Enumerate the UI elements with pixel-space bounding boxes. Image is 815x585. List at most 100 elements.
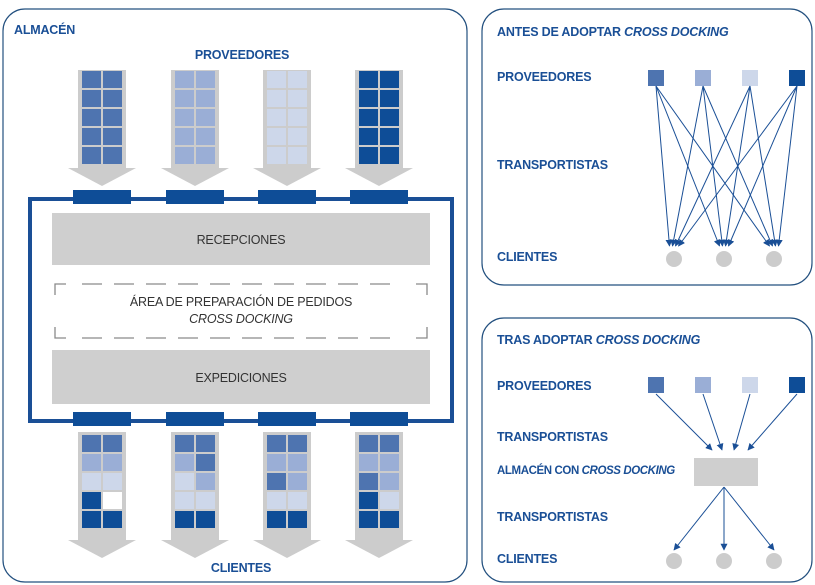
warehouse-frame [28,197,454,423]
pallet-cell [288,90,307,107]
pallet-cell [359,90,378,107]
pallet-cell [380,147,399,164]
after-inbound-link [732,393,751,451]
pallet-cell [359,71,378,88]
prep-area-outline [54,283,428,339]
pallet-cell [288,511,307,528]
pallet-cell [82,71,101,88]
customer-arrow-3 [253,432,321,558]
customer-arrow-head [253,540,321,558]
supplier-arrow-2 [161,70,229,186]
after-warehouse-label-emphasis: CROSS DOCKING [581,465,676,477]
pallet-cell [288,71,307,88]
prep-area-sublabel: CROSS DOCKING [189,312,293,326]
supplier-arrow-3 [253,70,321,186]
dock-gate-top-1 [73,190,131,204]
before-link [655,85,673,247]
pallet-cell [196,128,215,145]
pallet-cell [175,128,194,145]
pallet-cell [267,128,286,145]
after-inbound-link [702,393,724,451]
warehouse-suppliers-label: PROVEEDORES [194,48,290,62]
pallet-cell [380,90,399,107]
customer-outbound-arrows [68,432,413,558]
dock-gate-top-3 [258,190,316,204]
pallet-cell [175,473,194,490]
customer-arrow-1 [68,432,136,558]
dock-gate-bottom-4 [350,412,408,426]
pallet-cell [82,128,101,145]
customer-arrow-head [161,540,229,558]
pallet-cell [359,511,378,528]
supplier-arrow-head [161,168,229,186]
pallet-cell [82,109,101,126]
pallet-cell [267,147,286,164]
pallet-cell [103,147,122,164]
dock-gate-bottom-3 [258,412,316,426]
pallet-cell [267,109,286,126]
pallet-cell [288,454,307,471]
pallet-cell [196,109,215,126]
before-supplier-node-4 [789,70,805,86]
pallet-cell [82,435,101,452]
after-warehouse-label: ALMACÉN CON CROSS DOCKING [497,465,675,477]
cross-dock-warehouse-box [694,458,758,486]
dock-gate-bottom-1 [73,412,131,426]
pallet-cell [175,492,194,509]
after-customer-node-3 [766,553,782,569]
receptions-label: RECEPCIONES [196,233,286,247]
pallet-cell [196,435,215,452]
pallet-cell [380,454,399,471]
after-inbound-link [747,393,798,451]
receptions-band [52,213,430,265]
pallet-cell [359,128,378,145]
pallet-cell [267,454,286,471]
pallet-cell [288,492,307,509]
before-link [678,85,798,247]
before-suppliers-label: PROVEEDORES [497,70,592,84]
before-supplier-node-2 [695,70,711,86]
before-title-prefix: ANTES DE ADOPTAR [497,25,625,39]
pallet-cell [380,128,399,145]
supplier-arrow-1 [68,70,136,186]
after-network [648,377,805,569]
before-title: ANTES DE ADOPTAR CROSS DOCKING [497,25,729,39]
pallet-cell [380,435,399,452]
after-carriers-label-2: TRANSPORTISTAS [497,510,608,524]
pallet-cell [175,147,194,164]
customer-arrow-head [68,540,136,558]
pallet-cell [103,128,122,145]
customer-arrow-4 [345,432,413,558]
pallet-cell [82,454,101,471]
pallet-cell [267,511,286,528]
before-carriers-label: TRANSPORTISTAS [497,158,608,172]
after-title-prefix: TRAS ADOPTAR [497,333,596,347]
after-supplier-node-1 [648,377,664,393]
pallet-cell [82,511,101,528]
warehouse-customers-label: CLIENTES [210,561,272,575]
before-panel [481,8,813,286]
pallet-cell [196,492,215,509]
pallet-cell [288,147,307,164]
pallet-cell [359,473,378,490]
pallet-cell [82,492,101,509]
pallet-cell [175,435,194,452]
pallet-cell [196,71,215,88]
supplier-arrow-head [345,168,413,186]
pallet-cell [380,473,399,490]
pallet-cell [267,90,286,107]
pallet-cell [196,90,215,107]
pallet-cell [267,492,286,509]
pallet-cell [82,147,101,164]
pallet-cell [175,90,194,107]
pallet-cell [380,71,399,88]
before-link [670,85,704,247]
customer-arrow-head [345,540,413,558]
before-customer-node-1 [666,251,682,267]
pallet-cell [288,128,307,145]
pallet-cell [359,109,378,126]
pallet-cell [380,109,399,126]
pallet-cell [196,511,215,528]
before-supplier-node-1 [648,70,664,86]
